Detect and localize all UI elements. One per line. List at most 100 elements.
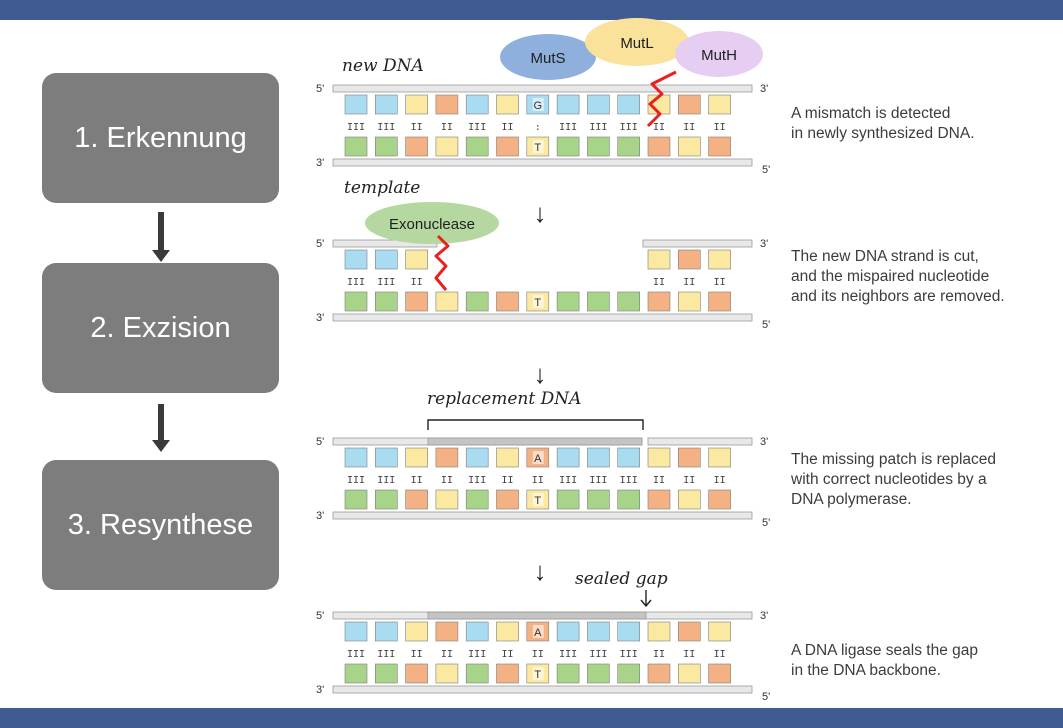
bottom-nucleotide <box>374 136 398 157</box>
flow-arrow-icon: ↓ <box>534 359 547 389</box>
mutl-protein <box>585 18 689 66</box>
bottom-nucleotide <box>496 489 519 510</box>
top-nucleotide <box>677 94 701 115</box>
nucleotide-letter: A <box>534 453 542 465</box>
letter-backdrop <box>532 98 544 111</box>
bond-mark: III <box>620 649 638 660</box>
five-prime-label: 5' <box>762 319 770 331</box>
top-nucleotide <box>405 447 428 468</box>
description-line: A mismatch is detected <box>791 105 951 122</box>
bottom-band <box>0 708 1063 728</box>
three-prime-label: 3' <box>760 610 768 622</box>
bottom-nucleotide <box>647 489 671 510</box>
top-nucleotide <box>435 447 459 468</box>
top-nucleotide <box>496 447 519 468</box>
bottom-nucleotide <box>556 136 580 157</box>
description-line: in newly synthesized DNA. <box>791 125 975 142</box>
bond-mark: II <box>411 649 423 660</box>
muth-label: MutH <box>701 47 737 64</box>
new-dna-annotation: new DNA <box>342 56 424 76</box>
bond-mark: III <box>589 122 607 133</box>
top-nucleotide <box>374 94 398 115</box>
bond-mark: II <box>683 122 695 133</box>
step-resynthesis-box: 3. Resynthese <box>42 460 279 590</box>
bottom-backbone <box>332 685 753 694</box>
top-nucleotide <box>405 94 428 115</box>
bottom-nucleotide <box>556 291 580 312</box>
bond-mark: II <box>441 122 453 133</box>
bottom-nucleotide <box>435 136 459 157</box>
bond-mark: III <box>377 649 395 660</box>
bond-mark: : <box>535 122 541 133</box>
bottom-nucleotide <box>496 663 519 684</box>
bond-mark: II <box>653 649 665 660</box>
bottom-nucleotide <box>405 291 428 312</box>
top-nucleotide <box>465 621 489 642</box>
bond-mark: II <box>441 649 453 660</box>
top-nucleotide <box>617 447 641 468</box>
bottom-nucleotide <box>587 136 610 157</box>
bottom-nucleotide <box>587 291 610 312</box>
top-nucleotide <box>647 621 671 642</box>
bond-mark: II <box>653 277 665 288</box>
top-nucleotide <box>374 621 398 642</box>
three-prime-label: 3' <box>760 436 768 448</box>
bond-mark: II <box>411 277 423 288</box>
top-nucleotide <box>708 94 731 115</box>
top-nucleotide <box>587 94 610 115</box>
bond-mark: III <box>347 122 365 133</box>
bond-mark: III <box>377 475 395 486</box>
description-line: with correct nucleotides by a <box>791 471 987 488</box>
nucleotide-letter: A <box>534 627 542 639</box>
description-line: The new DNA strand is cut, <box>791 248 979 265</box>
bottom-nucleotide <box>617 136 641 157</box>
bottom-nucleotide <box>405 663 428 684</box>
bottom-nucleotide <box>617 663 641 684</box>
bond-mark: II <box>411 475 423 486</box>
flow-arrow-icon: ↓ <box>534 556 547 586</box>
three-prime-label: 3' <box>760 238 768 250</box>
top-nucleotide <box>374 249 398 270</box>
five-prime-label: 5' <box>762 691 770 703</box>
bottom-nucleotide <box>344 489 368 510</box>
bond-mark: III <box>559 475 577 486</box>
bottom-nucleotide <box>647 663 671 684</box>
letter-backdrop <box>532 625 544 638</box>
five-prime-label: 5' <box>316 436 324 448</box>
bottom-nucleotide <box>465 136 489 157</box>
bond-mark: III <box>559 649 577 660</box>
bottom-nucleotide <box>556 489 580 510</box>
top-nucleotide <box>465 447 489 468</box>
nucleotide-letter: T <box>534 142 541 154</box>
description-excision: The new DNA strand is cut, and the mispa… <box>791 247 1005 307</box>
nucleotide-letter: T <box>534 297 541 309</box>
down-arrow-icon <box>152 404 170 452</box>
top-backbone-right <box>642 239 753 248</box>
nucleotide-letter: T <box>534 669 541 681</box>
replacement-dna-annotation: replacement DNA <box>427 389 581 409</box>
sealed-gap-annotation: sealed gap <box>575 569 668 589</box>
top-nucleotide <box>405 249 428 270</box>
top-nucleotide <box>708 249 731 270</box>
top-nucleotide <box>617 621 641 642</box>
bottom-nucleotide <box>374 489 398 510</box>
top-nucleotide <box>677 621 701 642</box>
bond-mark: III <box>620 122 638 133</box>
bond-mark: II <box>441 475 453 486</box>
replacement-backbone <box>427 611 647 620</box>
letter-backdrop <box>532 140 544 153</box>
top-nucleotide <box>556 94 580 115</box>
five-prime-label: 5' <box>316 83 324 95</box>
bottom-nucleotide <box>465 489 489 510</box>
description-line: in the DNA backbone. <box>791 662 941 679</box>
bottom-nucleotide <box>587 489 610 510</box>
bond-mark: III <box>468 649 486 660</box>
bond-mark: II <box>532 475 544 486</box>
top-nucleotide <box>374 447 398 468</box>
bottom-nucleotide <box>496 291 519 312</box>
bottom-nucleotide <box>708 489 731 510</box>
muts-label: MutS <box>530 50 565 67</box>
bond-mark: II <box>714 122 726 133</box>
bottom-nucleotide <box>617 291 641 312</box>
top-nucleotide <box>496 621 519 642</box>
